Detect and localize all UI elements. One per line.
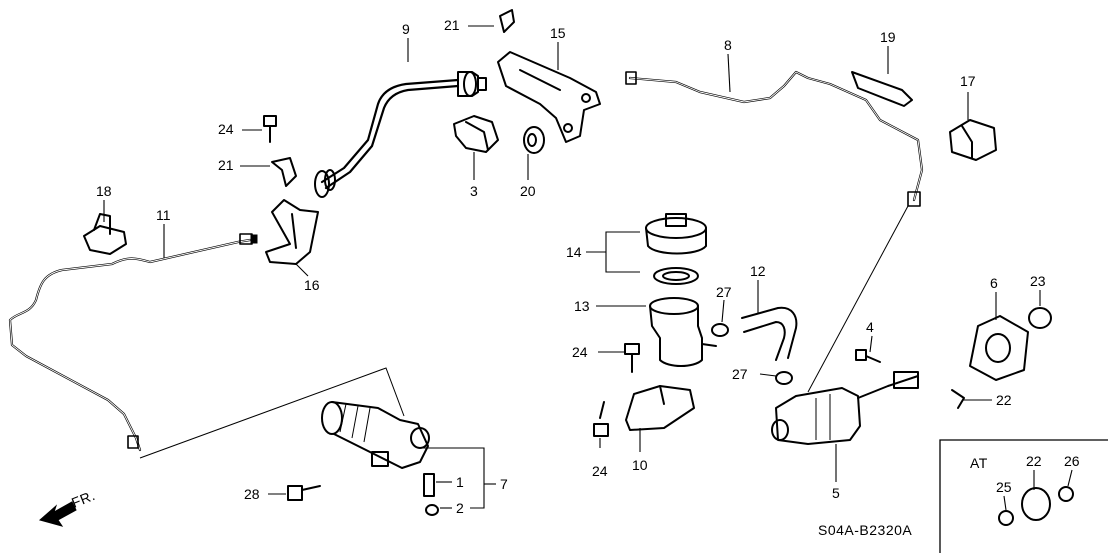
callout-5: 5	[832, 485, 840, 501]
callout-23: 22	[1026, 453, 1042, 469]
callout-12: 12	[750, 263, 766, 279]
projection-lines	[139, 205, 909, 459]
clip-21-top	[499, 9, 515, 33]
bolt-24-mid	[624, 343, 640, 373]
at-inset	[939, 439, 1108, 553]
callout-7: 7	[500, 476, 508, 492]
clutch-pipe-8	[625, 70, 924, 207]
clamp-18	[83, 213, 127, 255]
callout-13: 13	[574, 298, 590, 314]
callout-26: 22	[996, 392, 1012, 408]
callout-25: 23	[1030, 273, 1046, 289]
front-label: FR.	[69, 487, 97, 511]
nut-25	[1028, 307, 1052, 329]
callout-1: 1	[456, 474, 464, 490]
callout-24-top: 24	[218, 121, 234, 137]
callout-28: 28	[244, 486, 260, 502]
callout-labels: 9 21 15 8 19 17 24 21 3 20 18 11 16 14 1…	[69, 17, 1080, 538]
bolt-4	[855, 349, 881, 363]
hose-clip-27-bottom	[775, 371, 793, 385]
callout-18: 18	[96, 183, 112, 199]
callout-24-bottom: 24	[592, 463, 608, 479]
bracket-16	[265, 199, 319, 265]
callout-9: 9	[402, 21, 410, 37]
callout-17: 17	[960, 73, 976, 89]
callout-6: 6	[990, 275, 998, 291]
clamp-17	[949, 119, 997, 161]
callout-14: 14	[566, 244, 582, 260]
callout-20: 20	[520, 183, 536, 199]
hose-clip-27-top	[711, 323, 729, 337]
callout-16: 16	[304, 277, 320, 293]
callout-15: 15	[550, 25, 566, 41]
bleeder-screw-1	[423, 473, 435, 497]
leader-lines	[103, 25, 1073, 511]
bolt-24-top	[263, 115, 277, 143]
callout-4: 4	[866, 319, 874, 335]
clamp-3	[453, 115, 499, 153]
at-inset-label: AT	[970, 455, 988, 471]
diagram-code: S04A-B2320A	[818, 522, 912, 538]
callout-8: 8	[724, 37, 732, 53]
reservoir-13	[649, 297, 717, 367]
clutch-pipe-11	[8, 233, 258, 452]
callout-11: 11	[156, 207, 171, 223]
bolt-24-bottom	[593, 401, 609, 437]
bracket-10	[625, 385, 695, 431]
clip-21-left	[271, 157, 297, 187]
callout-27-bottom: 27	[732, 366, 748, 382]
master-cylinder-5	[771, 371, 919, 445]
slave-cylinder-7	[321, 401, 430, 469]
callout-21-left: 21	[218, 157, 234, 173]
bolt-28	[287, 485, 321, 501]
callout-24-mid: 24	[572, 344, 588, 360]
callout-22-left: 25	[996, 479, 1012, 495]
reservoir-hose-12	[741, 306, 798, 361]
clutch-hose-9	[314, 71, 487, 198]
front-arrow-icon	[38, 501, 77, 527]
callout-22-right: 26	[1064, 453, 1080, 469]
callout-21-top: 21	[444, 17, 460, 33]
grommet-20	[523, 126, 545, 154]
pin-26	[951, 389, 965, 409]
callout-10: 10	[632, 457, 648, 473]
reservoir-cap-14	[645, 213, 707, 285]
callout-27-top: 27	[716, 284, 732, 300]
flange-6	[969, 315, 1029, 381]
bleeder-cap-2	[425, 504, 439, 516]
callout-2: 2	[456, 500, 464, 516]
callout-3: 3	[470, 183, 478, 199]
bracket-15	[497, 51, 601, 143]
callout-19: 19	[880, 29, 896, 45]
pin-19	[851, 71, 913, 107]
